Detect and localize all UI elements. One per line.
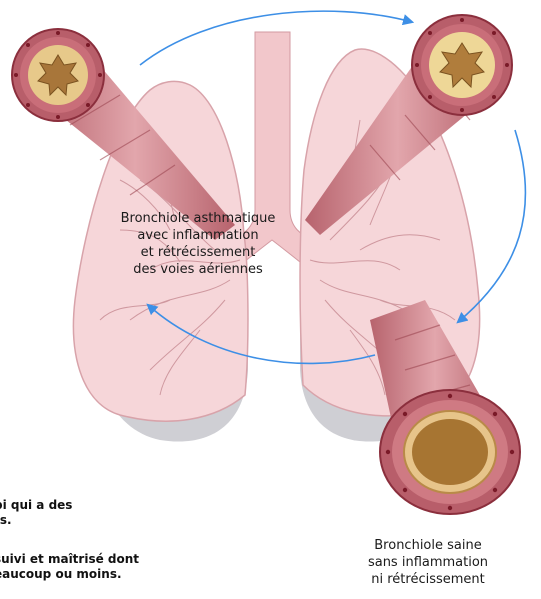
asthmatic-label-line-3: et rétrécissement	[88, 244, 308, 261]
asthmatic-bronchiole-label: Bronchiole asthmatique avec inflammation…	[88, 210, 308, 278]
healthy-bronchiole-label: Bronchiole saine sans inflammation ni ré…	[343, 537, 513, 588]
asthmatic-label-line-4: des voies aériennes	[88, 261, 308, 278]
cropped-side-text-1: bi qui a des rs.	[0, 498, 72, 528]
cropped-side-text-2: suivi et maîtrisé dont eaucoup ou moins.	[0, 552, 139, 582]
cropped-text-line-2: rs.	[0, 513, 72, 528]
healthy-label-line-2: sans inflammation	[343, 554, 513, 571]
healthy-label-line-1: Bronchiole saine	[343, 537, 513, 554]
asthmatic-label-line-1: Bronchiole asthmatique	[88, 210, 308, 227]
cropped-text-line-4: eaucoup ou moins.	[0, 567, 139, 582]
cropped-text-line-3: suivi et maîtrisé dont	[0, 552, 139, 567]
asthmatic-label-line-2: avec inflammation	[88, 227, 308, 244]
healthy-bronchiole-cross-section	[380, 390, 520, 514]
healthy-label-line-3: ni rétrécissement	[343, 571, 513, 588]
cropped-text-line-1: bi qui a des	[0, 498, 72, 513]
asthmatic-bronchiole-cross-section-2	[412, 15, 512, 115]
asthmatic-bronchiole-cross-section	[12, 29, 104, 121]
